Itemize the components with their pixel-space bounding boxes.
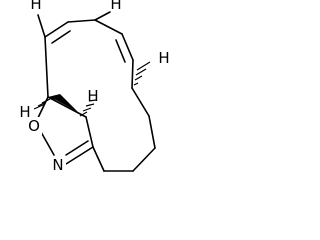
bond-c4-c5: [121, 33, 134, 61]
bond-c11-c12: [92, 146, 105, 172]
bond-c1-h: [37, 14, 46, 38]
bond-n-c12-double: [65, 140, 89, 156]
hydrogen-label: H: [158, 49, 169, 67]
hashed-bond-right: [133, 61, 151, 86]
bond-c3-c4: [94, 19, 123, 35]
bond-c7-c8: [148, 115, 156, 149]
bond-c1-c2: [44, 21, 69, 38]
hashed-bond-left: [33, 98, 51, 110]
bond-c1-c9: [44, 36, 49, 98]
bond-c4-c5-double: [115, 39, 126, 63]
bond-c3-h: [94, 11, 111, 21]
hydrogen-label: H: [30, 0, 41, 13]
bond-skeleton: [35, 19, 156, 172]
oxygen-label-bg: [26, 117, 42, 135]
bond-o-n: [40, 131, 55, 156]
bond-c8-c10: [132, 147, 156, 172]
nitrogen-label: N: [52, 156, 63, 174]
bond-c6-c7: [131, 87, 150, 117]
hashed-bond-center: [79, 99, 97, 117]
bond-c13-c9: [47, 96, 87, 118]
wedge-bond: [48, 94, 78, 112]
hydrogen-label: H: [87, 87, 98, 105]
bond-n-c12: [65, 146, 94, 165]
nitrogen-label-bg: [50, 156, 66, 174]
bond-c5-c6: [131, 59, 134, 89]
oxygen-label: O: [28, 117, 40, 135]
hydrogen-label: H: [19, 103, 30, 121]
bond-c1-c2-double: [51, 30, 71, 44]
hydrogen-label: H: [110, 0, 121, 13]
bond-c2-c3: [67, 19, 96, 23]
bond-c12-c13: [85, 116, 94, 148]
molecule-structure: H H H H H O N: [19, 0, 170, 174]
